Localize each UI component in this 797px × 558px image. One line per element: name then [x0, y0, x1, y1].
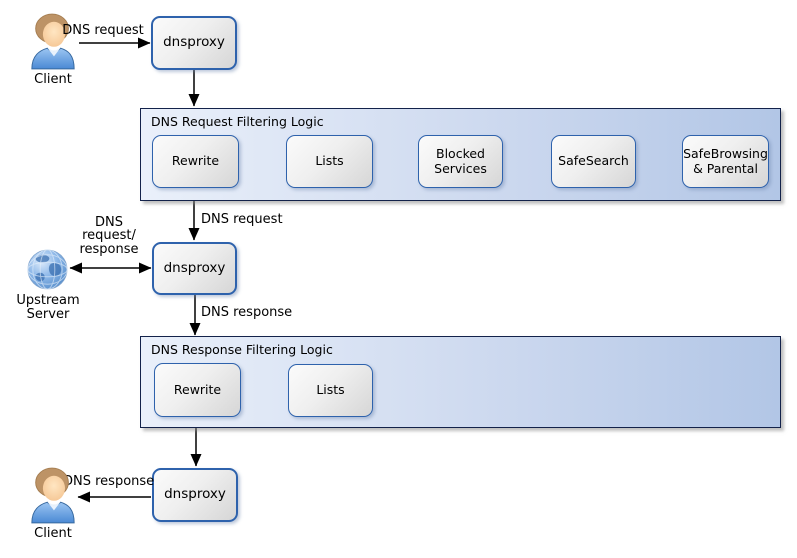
- globe-icon: [26, 248, 69, 291]
- request-step-rewrite: Rewrite: [152, 135, 239, 188]
- edge-label-upstream-response: DNS response: [201, 305, 293, 320]
- response-step-rewrite: Rewrite: [154, 363, 241, 417]
- client-top-label: Client: [34, 72, 72, 87]
- request-filtering-container: DNS Request Filtering Logic Rewrite List…: [140, 108, 781, 201]
- edge-label-filtered-request: DNS request: [201, 212, 283, 227]
- edge-label-client-response: DNS response: [63, 474, 155, 489]
- request-step-safesearch: SafeSearch: [551, 135, 636, 188]
- request-step-safebrowsing-parental: SafeBrowsing & Parental: [682, 135, 769, 188]
- person-icon: [28, 466, 78, 524]
- person-icon: [28, 12, 78, 70]
- request-step-blocked-services: Blocked Services: [418, 135, 503, 188]
- dnsproxy-bottom-node: dnsproxy: [152, 468, 238, 522]
- edge-label-client-request: DNS request: [62, 23, 144, 38]
- upstream-server-label: Upstream Server: [16, 293, 80, 322]
- request-filtering-title: DNS Request Filtering Logic: [151, 114, 324, 129]
- dnsproxy-top-node: dnsproxy: [151, 16, 237, 70]
- response-step-lists: Lists: [288, 364, 373, 417]
- client-bottom-label: Client: [34, 526, 72, 541]
- request-step-lists: Lists: [286, 135, 373, 188]
- response-filtering-title: DNS Response Filtering Logic: [151, 342, 333, 357]
- dnsproxy-mid-node: dnsproxy: [152, 242, 237, 295]
- edge-label-upstream-exchange: DNS request/ response: [79, 215, 139, 257]
- response-filtering-container: DNS Response Filtering Logic Rewrite Lis…: [140, 336, 781, 428]
